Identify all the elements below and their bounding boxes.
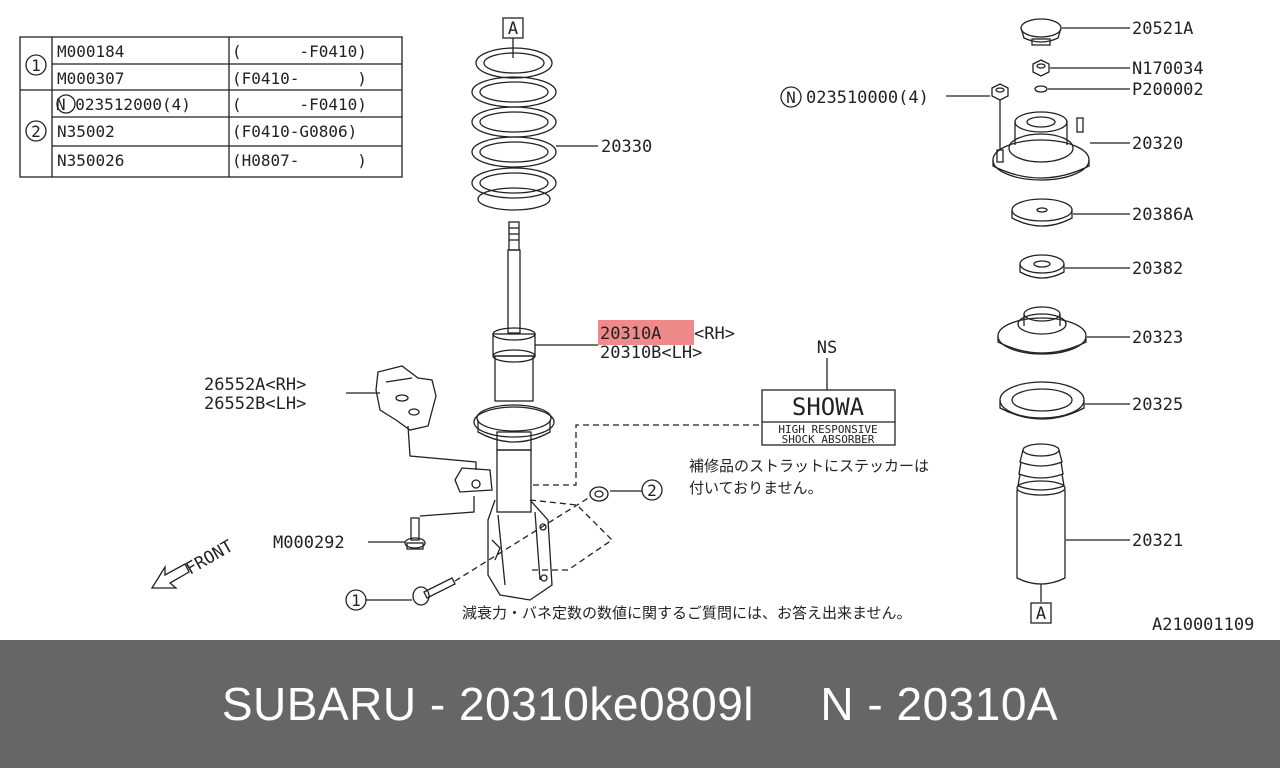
label-cap: 20521A xyxy=(1132,19,1193,39)
callout-1: 1 xyxy=(351,591,361,610)
label-mount-nut: 023510000(4) xyxy=(806,88,929,108)
label-seat-upper: 20386A xyxy=(1132,205,1193,225)
bump-stop-boot-20321 xyxy=(1016,443,1066,602)
label-front: FRONT xyxy=(183,536,237,579)
strut-assembly xyxy=(473,221,555,601)
label-bracket-rh: 26552A<RH> xyxy=(204,375,306,395)
sticker-line1: HIGH RESPONSIVE xyxy=(778,423,877,436)
label-strut-rh: 20310A xyxy=(600,324,661,344)
note-sticker-line1: 補修品のストラットにステッカーは xyxy=(689,457,929,475)
table-row-part: N350026 xyxy=(57,151,124,170)
label-strut-rh-suffix: <RH> xyxy=(694,324,735,344)
marker-a-bottom-box xyxy=(1030,602,1052,624)
strut-mount-20320 xyxy=(992,111,1090,181)
table-row-part: N 023512000(4) xyxy=(56,95,191,114)
marker-a-top: A xyxy=(508,19,518,39)
sticker-brand: SHOWA xyxy=(792,393,865,421)
table-group-2-number: 2 xyxy=(31,122,41,141)
mount-nut xyxy=(991,83,1009,150)
label-seat: 20323 xyxy=(1132,328,1183,348)
label-washer: P200002 xyxy=(1132,80,1204,100)
label-spring: 20330 xyxy=(601,137,652,157)
nut-n170034 xyxy=(1032,59,1050,77)
label-strut-lh: 20310B<LH> xyxy=(600,343,702,363)
bracket-26552 xyxy=(375,365,437,431)
table-row-part: N35002 xyxy=(57,122,115,141)
diagram-svg: 1 2 M000184 ( -F0410) M000307 (F0410- ) … xyxy=(19,17,1254,635)
bolt-axis-lines xyxy=(454,424,762,582)
table-row-range: (H0807- ) xyxy=(232,151,367,170)
table-row-range: (F0410-G0806) xyxy=(232,122,357,141)
label-bolt-m: M000292 xyxy=(273,533,345,553)
bolt-m000292 xyxy=(404,517,426,550)
note-sticker-line2: 付いておりません。 xyxy=(689,479,823,497)
lower-nut xyxy=(589,486,609,502)
sticker-line2: SHOCK ABSORBER xyxy=(782,433,875,446)
table-row-part: M000184 xyxy=(57,42,124,61)
mount-nut-prefix: N xyxy=(786,88,796,107)
marker-a-bottom: A xyxy=(1036,604,1046,624)
footer-banner: SUBARU - 20310ke0809l N - 20310A xyxy=(0,640,1280,768)
footer-title: SUBARU - 20310ke0809l N - 20310A xyxy=(221,678,1059,730)
table-row-range: ( -F0410) xyxy=(232,42,367,61)
seat-20382 xyxy=(1019,254,1065,279)
washer-p200002 xyxy=(1034,85,1048,93)
coil-spring xyxy=(471,47,557,211)
highlight-20310a xyxy=(598,320,694,345)
spring-seat-20323 xyxy=(997,306,1087,355)
callout-2: 2 xyxy=(647,481,657,500)
label-nut: N170034 xyxy=(1132,59,1204,79)
lower-seat-20325 xyxy=(999,381,1085,420)
upper-seat-20386a xyxy=(1011,198,1073,227)
lower-bolt xyxy=(412,577,456,606)
label-ns: NS xyxy=(817,338,837,358)
cap-20521a xyxy=(1020,18,1062,46)
label-seat-lower: 20325 xyxy=(1132,395,1183,415)
parts-diagram: 1 2 M000184 ( -F0410) M000307 (F0410- ) … xyxy=(19,17,1255,635)
table-row-range: ( -F0410) xyxy=(232,95,367,114)
table-group-1-number: 1 xyxy=(31,56,41,75)
applicability-table xyxy=(19,36,403,178)
label-boot: 20321 xyxy=(1132,531,1183,551)
figure-code: A210001109 xyxy=(1152,615,1254,635)
table-row-range: (F0410- ) xyxy=(232,69,367,88)
label-mount: 20320 xyxy=(1132,134,1183,154)
note-damping: 減衰力・バネ定数の数値に関するご質問には、お答え出来ません。 xyxy=(462,604,912,622)
label-bracket-lh: 26552B<LH> xyxy=(204,394,306,414)
table-row-part: M000307 xyxy=(57,69,124,88)
label-seat-small: 20382 xyxy=(1132,259,1183,279)
showa-sticker xyxy=(761,389,896,446)
strut-tab xyxy=(454,467,493,493)
front-arrow-icon xyxy=(150,563,190,589)
